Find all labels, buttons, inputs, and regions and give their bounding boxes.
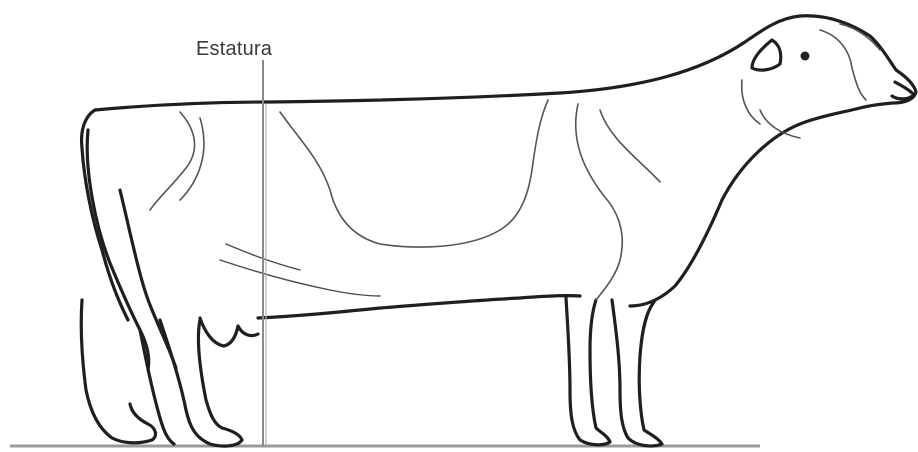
- patch-rump: [150, 112, 204, 210]
- patch-flank: [220, 244, 380, 296]
- hind-leg-rear: [81, 300, 155, 443]
- front-leg-rear: [566, 298, 610, 445]
- cow-belly: [258, 296, 580, 318]
- patch-body: [280, 100, 548, 247]
- front-leg-front: [612, 300, 662, 446]
- patch-shoulder: [576, 104, 660, 300]
- cow-udder: [200, 318, 258, 346]
- hind-leg-front: [160, 320, 242, 446]
- cow-ear: [752, 40, 781, 70]
- cow-eye: [801, 52, 810, 61]
- stature-label: Estatura: [196, 38, 272, 61]
